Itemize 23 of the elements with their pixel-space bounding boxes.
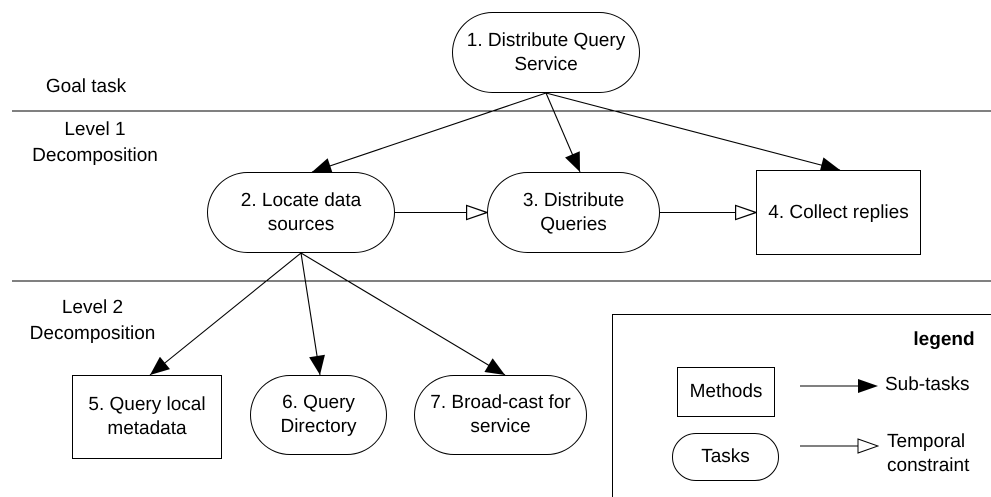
- legend-title: legend: [912, 328, 976, 352]
- legend-text: Temporal constraint: [887, 430, 970, 478]
- arrow: [395, 204, 488, 220]
- task-rounded-box: 6. Query Directory: [250, 375, 387, 455]
- arrow: [300, 252, 506, 376]
- arrow: [150, 252, 302, 376]
- method-box: 5. Query local metadata: [72, 375, 222, 459]
- level-label: Goal task: [44, 75, 128, 99]
- level-label: Level 2 Decomposition: [28, 296, 156, 346]
- arrow: [546, 92, 580, 172]
- arrow: [546, 92, 840, 173]
- legend-text: Sub-tasks: [885, 373, 970, 397]
- task-rounded-box: 7. Broad-cast for service: [414, 375, 587, 455]
- level-label: Level 1 Decomposition: [31, 118, 159, 168]
- task-rounded-box: 2. Locate data sources: [207, 172, 395, 253]
- arrow: [660, 204, 757, 220]
- arrow: [300, 252, 325, 376]
- task-rounded-box: 1. Distribute Query Service: [452, 12, 640, 93]
- task-rounded-box: 3. Distribute Queries: [487, 172, 660, 253]
- method-box: 4. Collect replies: [756, 170, 921, 255]
- task-swatch: Tasks: [672, 433, 779, 481]
- method-swatch: Methods: [677, 367, 775, 417]
- arrow: [312, 92, 546, 174]
